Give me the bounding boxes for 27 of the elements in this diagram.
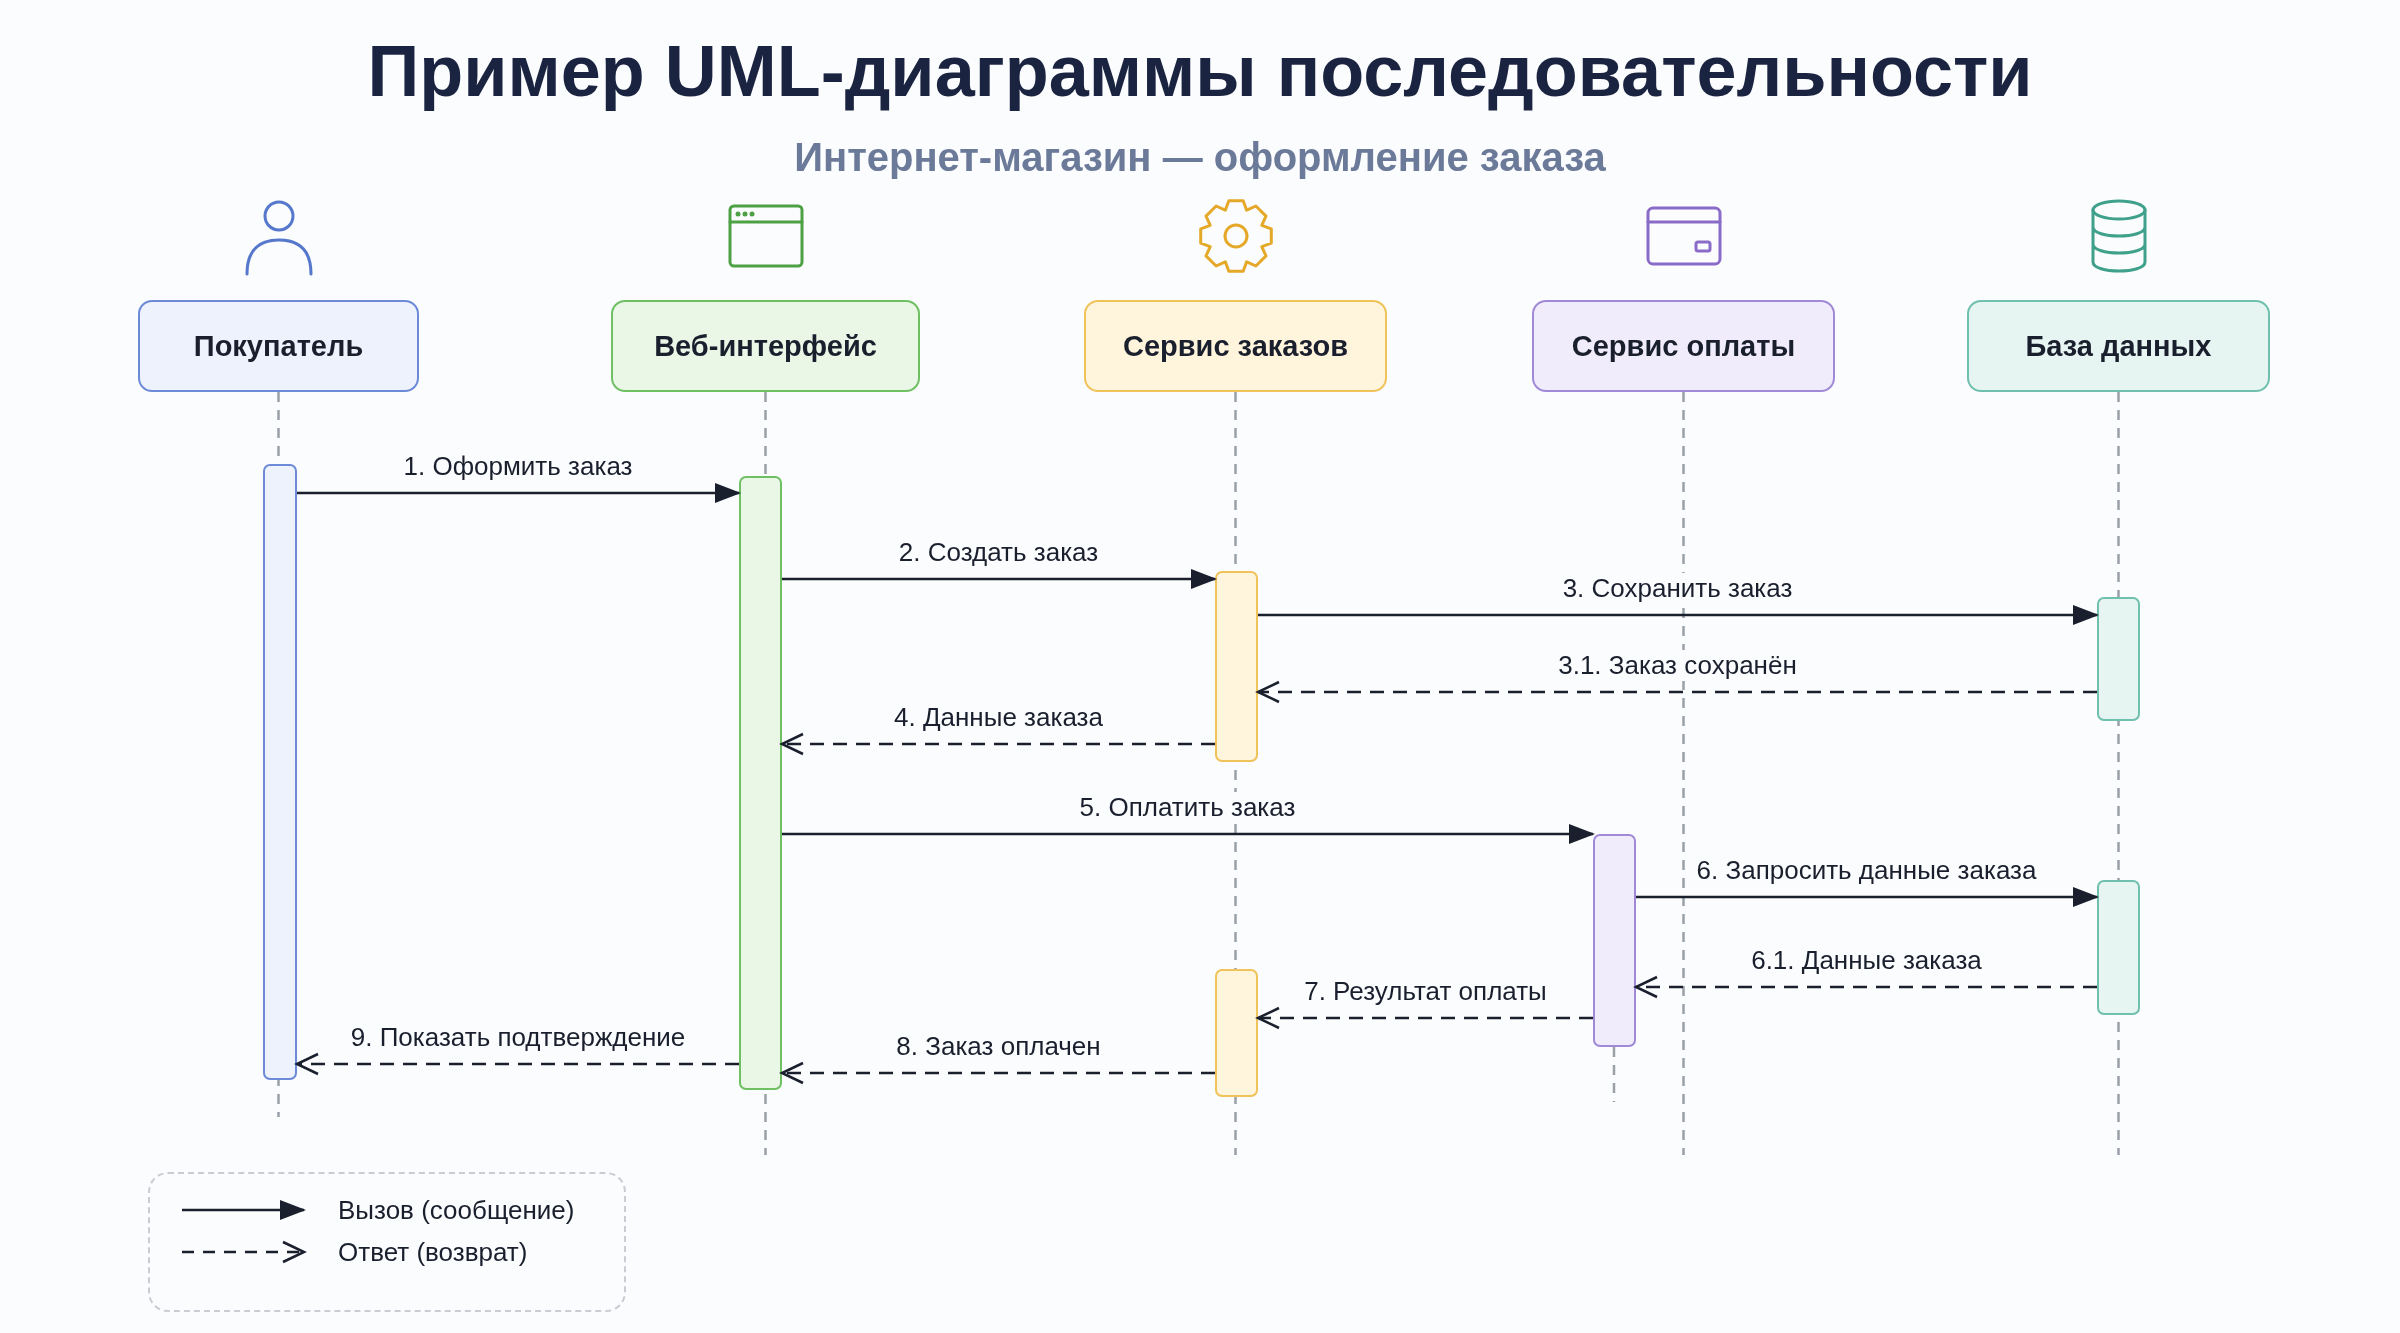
participant-box: Сервис заказов — [1084, 300, 1387, 392]
diagram-title: Пример UML-диаграммы последовательности — [366, 30, 2034, 112]
return-arrow — [1256, 680, 2097, 704]
participant-box: Веб-интерфейс — [611, 300, 920, 392]
legend-label: Ответ (возврат) — [338, 1237, 528, 1268]
subtitle: Интернет-магазин — оформление заказа — [793, 135, 1607, 180]
activation-bar — [1593, 834, 1636, 1047]
activation-bar — [1215, 969, 1258, 1097]
activation-bar — [2097, 880, 2140, 1015]
return-arrow — [780, 1061, 1215, 1085]
message-arrow — [1258, 605, 2099, 625]
message-arrow — [782, 569, 1217, 589]
participant-box: Покупатель — [138, 300, 419, 392]
message-arrow — [1636, 887, 2099, 907]
participant-box: Сервис оплаты — [1532, 300, 1835, 392]
participant-box: База данных — [1967, 300, 2270, 392]
return-arrow — [780, 732, 1215, 756]
activation-bar — [2097, 597, 2140, 721]
return-arrow — [1634, 975, 2097, 999]
legend-label: Вызов (сообщение) — [338, 1195, 575, 1226]
return-arrow — [1256, 1006, 1593, 1030]
message-arrow — [297, 483, 741, 503]
activation-bar — [263, 464, 297, 1080]
activation-bar — [1215, 571, 1258, 762]
message-arrow — [782, 824, 1595, 844]
return-arrow — [295, 1052, 739, 1076]
activation-bar — [739, 476, 782, 1090]
